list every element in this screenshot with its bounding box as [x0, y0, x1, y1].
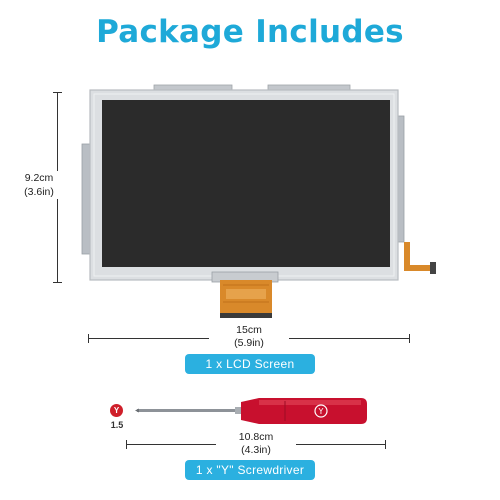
screwdriver-image: Y	[135, 396, 385, 426]
width-cm-text: 15cm	[236, 324, 262, 336]
tip-size-text: 1.5	[110, 420, 124, 430]
screwdriver-length-left-tick	[126, 440, 127, 449]
screwdriver-illustration: Y	[135, 398, 367, 424]
height-cm-text: 9.2cm	[24, 172, 54, 184]
svg-text:Y: Y	[318, 407, 324, 416]
screwdriver-length-right-tick	[385, 440, 386, 449]
height-dimension-top-tick	[53, 92, 62, 93]
lcd-screen-image	[78, 82, 440, 322]
width-in-text: (5.9in)	[234, 337, 264, 349]
width-dimension-label: 15cm (5.9in)	[209, 324, 289, 350]
screwdriver-label: 1 x "Y" Screwdriver	[185, 460, 315, 480]
screwdriver-length-in-text: (4.3in)	[241, 444, 271, 456]
y-tip-badge-icon: Y	[110, 404, 123, 417]
screwdriver-length-label: 10.8cm (4.3in)	[216, 431, 296, 457]
height-in-text: (3.6in)	[24, 186, 54, 198]
height-dimension-bottom-tick	[53, 282, 62, 283]
height-dimension-label: 9.2cm (3.6in)	[14, 171, 64, 199]
screwdriver-length-cm-text: 10.8cm	[238, 431, 274, 443]
lcd-screen-illustration	[81, 84, 436, 318]
page-title: Package Includes	[96, 14, 404, 50]
width-dimension-right-tick	[409, 334, 410, 343]
lcd-screen-label: 1 x LCD Screen	[185, 354, 315, 374]
width-dimension-left-tick	[88, 334, 89, 343]
